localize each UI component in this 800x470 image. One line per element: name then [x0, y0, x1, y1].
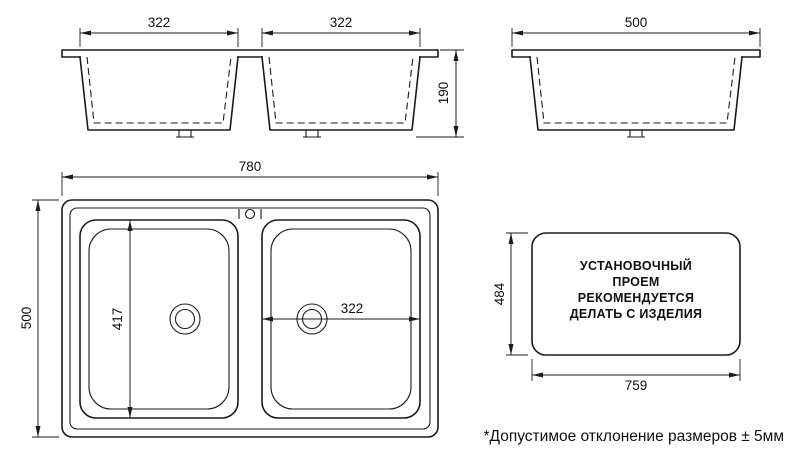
front-left-drain-stub — [176, 130, 194, 138]
cutout-note-line-3: РЕКОМЕНДУЕТСЯ — [578, 291, 695, 305]
plan-depth-dim-label: 500 — [19, 307, 34, 330]
front-left-bowl-outline — [79, 56, 239, 131]
plan-left-bowl-bottom-outline — [88, 228, 230, 410]
side-bowl-outline — [529, 56, 743, 131]
front-right-bowl-hidden-line — [268, 56, 414, 124]
plan-bowl-length-dim-label: 417 — [110, 308, 125, 331]
tolerance-footnote: *Допустимое отклонение размеров ± 5мм — [484, 428, 784, 445]
plan-sink-rim-outline — [69, 207, 431, 430]
front-view: 322 322 190 — [61, 15, 464, 138]
cutout-outline — [531, 232, 741, 356]
side-rim-outline — [511, 49, 761, 58]
plan-depth-extension-lines — [32, 199, 59, 438]
front-right-bowl-dim-label: 322 — [330, 15, 353, 30]
cutout-width-dim-label: 759 — [625, 378, 648, 393]
front-depth-dim-label: 190 — [436, 82, 451, 105]
tap-hole — [244, 208, 256, 220]
tap-hole-ticks — [238, 209, 262, 219]
cutout-height-dim-label: 484 — [492, 282, 507, 305]
cutout-height-extension-lines — [506, 232, 528, 356]
front-right-drain-stub — [303, 130, 321, 138]
side-view: 500 — [511, 15, 761, 138]
left-drain-outer-circle — [169, 303, 201, 335]
front-left-bowl-dim-label: 322 — [148, 15, 171, 30]
side-width-dim-label: 500 — [625, 15, 648, 30]
front-left-bowl-hidden-line — [86, 56, 232, 124]
front-rim-outline — [61, 49, 439, 58]
cutout-note-line-2: ПРОЕМ — [612, 275, 659, 289]
plan-width-extension-lines — [61, 172, 439, 196]
plan-left-bowl-outline — [79, 219, 239, 419]
plan-bowl-width-dim-label: 322 — [341, 301, 364, 316]
side-drain-stub — [627, 130, 645, 138]
front-extension-lines — [79, 28, 464, 138]
plan-width-dim-label: 780 — [239, 159, 262, 174]
side-extension-lines — [511, 28, 761, 47]
cutout-view: УСТАНОВОЧНЫЙ ПРОЕМ РЕКОМЕНДУЕТСЯ ДЕЛАТЬ … — [492, 232, 741, 393]
cutout-note-line-1: УСТАНОВОЧНЫЙ — [580, 258, 692, 273]
cutout-note-line-4: ДЕЛАТЬ С ИЗДЕЛИЯ — [570, 307, 703, 321]
plan-view: 780 500 417 322 — [19, 159, 439, 438]
front-right-bowl-outline — [261, 56, 421, 131]
left-drain-inner-circle — [174, 308, 196, 330]
side-bowl-hidden-line — [536, 56, 736, 124]
plan-sink-outer-outline — [61, 199, 439, 438]
